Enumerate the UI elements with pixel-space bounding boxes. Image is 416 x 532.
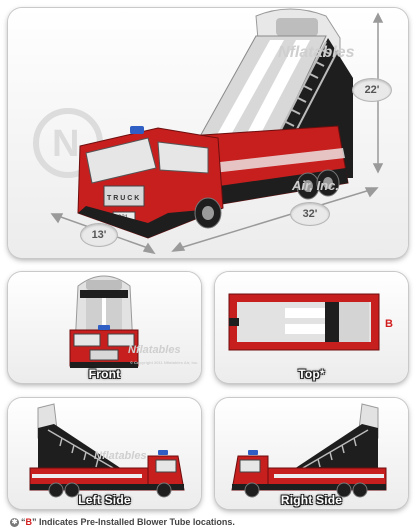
height-dimension: 22' [352,78,392,102]
left-side-panel: Nflatables Left Side [8,398,201,509]
footnote-open-quote: “ [21,517,26,527]
watermark-air: Air, Inc. [292,178,339,193]
front-view-panel: Nflatables © Copyright 2011 Nflatables A… [8,272,201,383]
watermark-brand: Nflatables [278,44,355,61]
top-view-panel: B Top* [215,272,408,383]
front-view-image [69,275,139,368]
svg-text:N: N [52,123,79,165]
main-product-view: N T R U C K 321 [8,8,408,258]
right-side-image [231,403,387,498]
fire-truck-slide-image: N T R U C K 321 [33,8,384,255]
right-side-caption: Right Side [280,493,343,507]
left-side-image [29,403,185,498]
left-watermark: Nflatables [94,450,147,462]
footnote: ✱“B” Indicates Pre-Installed Blower Tube… [10,517,235,528]
right-side-panel: Right Side [215,398,408,509]
width-dimension: 13' [80,223,118,247]
blower-marker: B [385,318,393,330]
top-view-image [228,293,380,351]
footnote-letter: B [25,517,33,527]
top-caption: Top* [298,367,325,381]
footnote-text: ” Indicates Pre-Installed Blower Tube lo… [32,517,235,527]
left-side-caption: Left Side [78,493,131,507]
front-watermark-small: © Copyright 2011 Nflatables Air, Inc. [130,360,199,365]
front-caption: Front [88,367,121,381]
length-dimension: 32' [290,202,330,226]
front-watermark: Nflatables [128,344,181,356]
asterisk-icon: ✱ [10,518,19,528]
grille-text: T R U C K [107,195,139,202]
